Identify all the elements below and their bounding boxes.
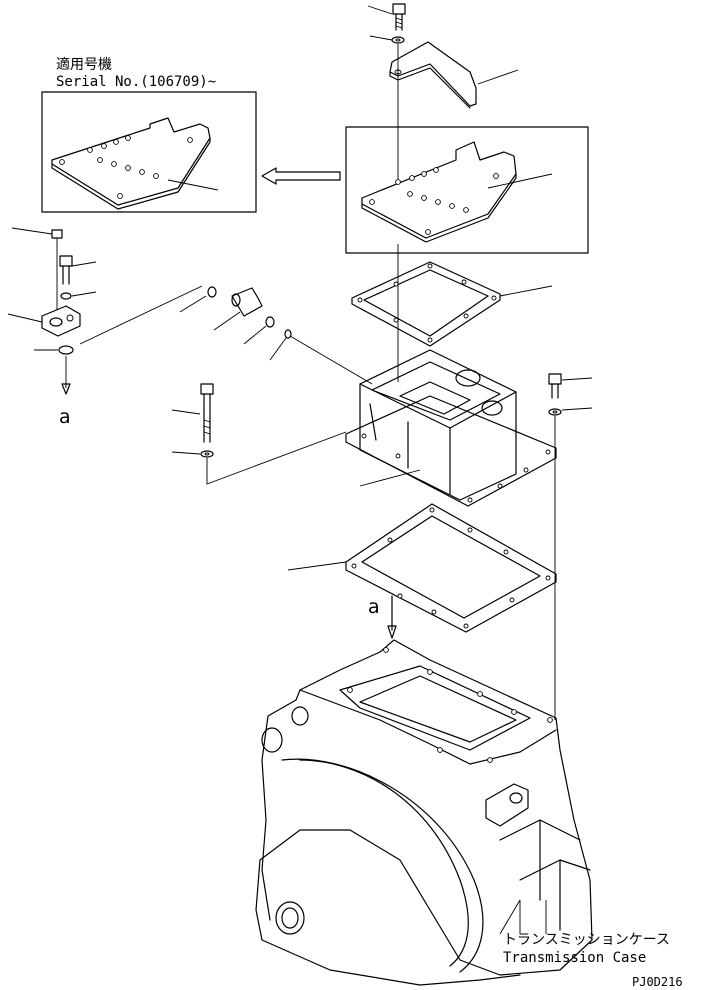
lower-gasket (287, 503, 557, 633)
top-bracket (389, 41, 519, 109)
reference-letter-left: a (59, 406, 71, 428)
long-bolt (171, 383, 347, 485)
cover-plate (361, 141, 553, 243)
cover-plate-box (345, 126, 589, 254)
case-label-jp: トランスミッションケース (503, 932, 671, 948)
transmission-case (255, 639, 593, 986)
right-bolt (548, 373, 593, 720)
serial-note-line1: 適用号機 (56, 57, 112, 73)
inset-box-serial (41, 91, 257, 213)
top-washer (369, 35, 405, 44)
upper-gasket (351, 261, 553, 347)
inset-plate-holes (59, 135, 193, 199)
cover-plate-holes (369, 167, 499, 235)
top-bolt (367, 3, 406, 31)
arrow-a-down (387, 595, 397, 639)
drawing-code: PJ0D216 (632, 975, 683, 989)
sensor-plug (179, 286, 292, 361)
elbow-fitting (7, 305, 81, 395)
inset-cover-plate (51, 117, 211, 210)
left-bolt-2 (59, 255, 97, 300)
arrow-to-inset (261, 167, 341, 185)
left-small-bolt (11, 227, 63, 310)
serial-note-line2: Serial No.(106709)~ (56, 74, 217, 90)
valve-housing (345, 349, 557, 507)
leader-inset-plate (167, 179, 219, 191)
case-label-en: Transmission Case (503, 950, 647, 966)
reference-letter-case: a (368, 596, 380, 618)
connect-lines-left (79, 285, 373, 385)
